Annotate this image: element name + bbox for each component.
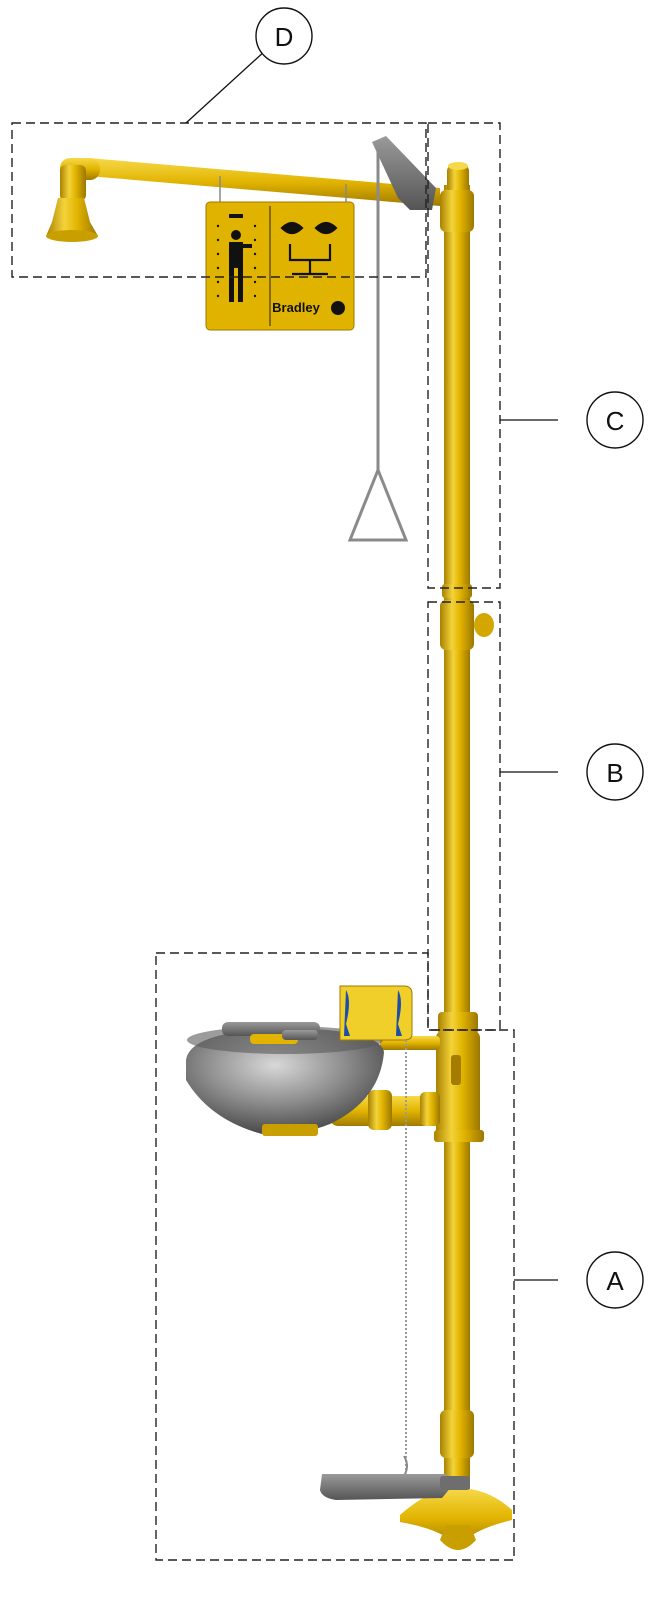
- callout-c: C: [586, 391, 644, 449]
- region-box-d: [11, 122, 427, 278]
- sign-brand: Bradley: [272, 300, 320, 315]
- foot-treadle: [320, 1040, 470, 1500]
- vertical-pipe: [400, 162, 512, 1550]
- callout-b: B: [586, 743, 644, 801]
- pull-rod: [347, 150, 409, 542]
- region-box-a: [155, 952, 515, 1561]
- callout-c-label: C: [606, 406, 625, 436]
- callout-a: A: [586, 1251, 644, 1309]
- shower-valve-lever: [372, 136, 436, 210]
- callout-d-label: D: [275, 22, 294, 52]
- region-box-c: [427, 122, 501, 589]
- shower-person-pictogram: [229, 214, 252, 302]
- eyewash-pictogram: [280, 221, 338, 276]
- shower-head: [46, 198, 98, 242]
- brand-logo-icon: [331, 301, 345, 315]
- callout-b-label: B: [606, 758, 623, 788]
- leader-line-d: [185, 49, 267, 124]
- shower-arm: [60, 158, 440, 206]
- water-drop-dots: [216, 224, 257, 298]
- callout-a-label: A: [606, 1266, 624, 1296]
- callout-d: D: [255, 7, 313, 65]
- eyewash-bowl-assembly: [186, 985, 440, 1136]
- safety-sign: Bradley: [205, 176, 355, 331]
